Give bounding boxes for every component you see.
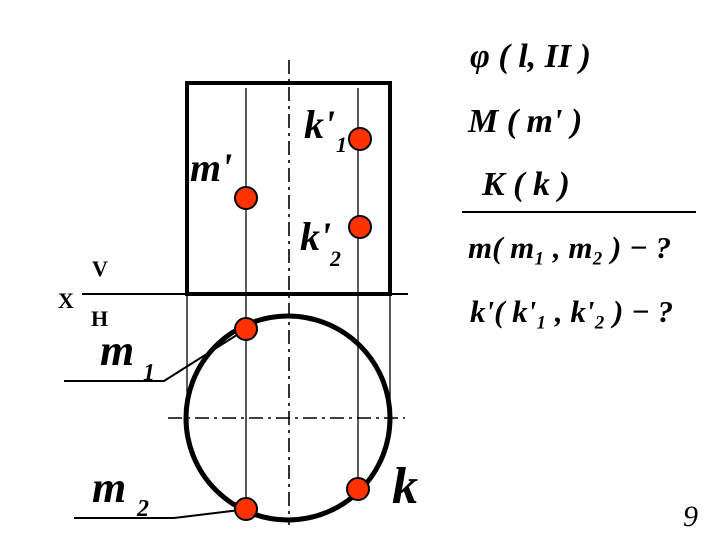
- leader-line-m1: [64, 332, 241, 382]
- label-m1: m: [100, 326, 134, 375]
- condition-line-3: K ( k ): [481, 166, 570, 203]
- point-m2: [234, 497, 258, 521]
- label-m1-sub: 1: [143, 360, 155, 386]
- point-k2-prime: [348, 215, 372, 239]
- axis-label-v: V: [92, 256, 108, 281]
- label-k2-prime: k': [300, 214, 331, 259]
- condition-line-1: φ ( l, II ): [470, 38, 591, 75]
- label-m2: m: [92, 463, 126, 512]
- label-m-prime: m': [190, 145, 232, 190]
- label-m2-sub: 2: [136, 496, 149, 522]
- page-number: 9: [683, 500, 698, 533]
- label-k1-prime: k': [304, 102, 335, 147]
- point-m-prime: [234, 186, 258, 210]
- axis-label-x: X: [58, 288, 74, 313]
- label-k: k: [392, 458, 418, 515]
- condition-line-2: M ( m' ): [467, 103, 582, 140]
- leader-line-m2: [74, 509, 241, 519]
- axis-label-h: H: [91, 306, 108, 331]
- condition-line-4: m( m₁ , m₂ ) − ?: [468, 230, 671, 265]
- point-m1: [234, 317, 258, 341]
- point-k1-prime: [348, 127, 372, 151]
- horizontal-circle: [183, 313, 393, 523]
- label-k2-sub: 2: [329, 246, 341, 271]
- point-k: [346, 477, 370, 501]
- condition-line-5: k'( k'₁ , k'₂ ) − ?: [470, 294, 673, 329]
- label-k1-sub: 1: [336, 132, 347, 157]
